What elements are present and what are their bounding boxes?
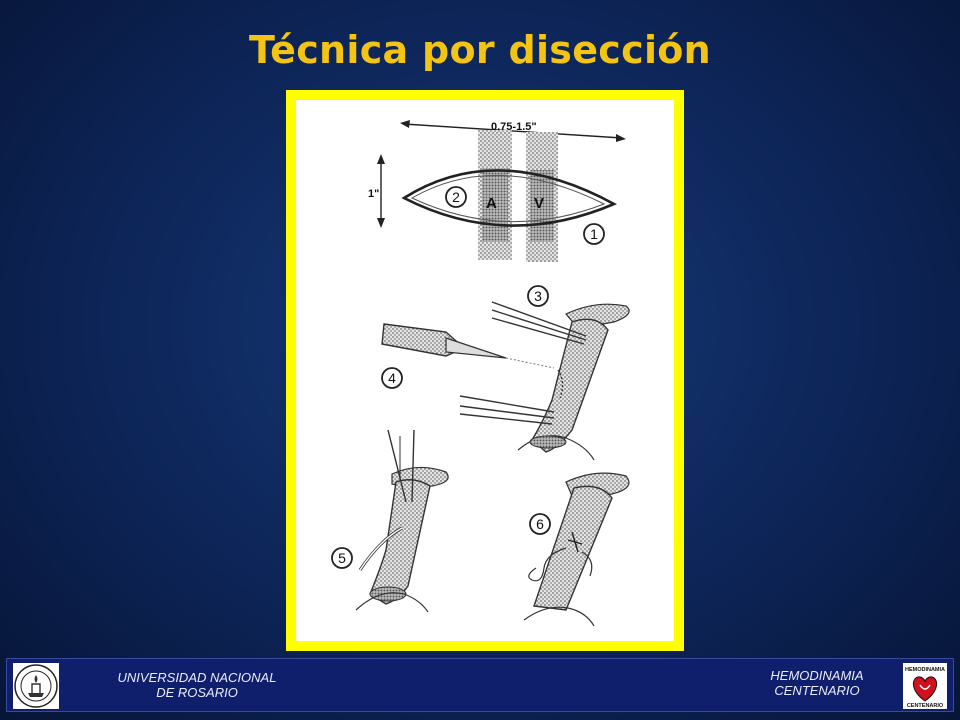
closure-panel: 6	[523, 472, 630, 627]
step-1-label: 1	[590, 226, 598, 242]
department-name: HEMODINAMIA CENTENARIO	[742, 668, 892, 698]
vein-label: V	[534, 195, 544, 212]
step-3-label: 3	[534, 288, 542, 304]
footer-bar: UNIVERSIDAD NACIONAL DE ROSARIO HEMODINA…	[6, 658, 954, 712]
vessel-segment-5	[369, 479, 431, 605]
incision-outline	[401, 169, 617, 227]
step-6-label: 6	[536, 516, 544, 532]
vessel-segment	[531, 318, 609, 453]
university-name: UNIVERSIDAD NACIONAL DE ROSARIO	[112, 670, 282, 700]
step-1-marker	[583, 223, 605, 245]
step-6-marker	[529, 513, 551, 535]
logo-text-top: HEMODINAMIA	[905, 667, 945, 673]
university-seal-icon	[13, 663, 59, 709]
step-3-marker	[527, 285, 549, 307]
artery-label: A	[486, 195, 497, 212]
department-line-2: CENTENARIO	[774, 683, 860, 698]
step-5-label: 5	[338, 550, 346, 566]
step-2-marker	[445, 186, 467, 208]
department-line-1: HEMODINAMIA	[770, 668, 864, 683]
surgical-illustration: 0.75-1.5" 1" A V 2	[296, 100, 674, 641]
logo-text-bottom: CENTENARIO	[907, 703, 944, 709]
figure-frame: 0.75-1.5" 1" A V 2	[286, 90, 684, 651]
hemodinamia-logo-icon: HEMODINAMIA CENTENARIO	[903, 663, 947, 709]
step-2-label: 2	[452, 189, 460, 205]
university-line-2: DE ROSARIO	[156, 685, 238, 700]
slide-title: Técnica por disección	[248, 28, 712, 72]
arteriotomy-panel: 3 4	[381, 285, 630, 461]
illustration-svg: 0.75-1.5" 1" A V 2	[331, 120, 630, 627]
height-measure-label: 1"	[368, 188, 379, 200]
step-4-marker	[381, 367, 403, 389]
cannulation-panel: 5	[331, 429, 449, 613]
step-4-label: 4	[388, 370, 396, 386]
scalpel-blade	[445, 337, 507, 359]
step-5-marker	[331, 547, 353, 569]
incision-panel: 0.75-1.5" 1" A V 2	[368, 120, 626, 262]
vessel-segment-6	[533, 485, 613, 611]
width-measure-line	[403, 123, 623, 139]
university-line-1: UNIVERSIDAD NACIONAL	[117, 670, 277, 685]
